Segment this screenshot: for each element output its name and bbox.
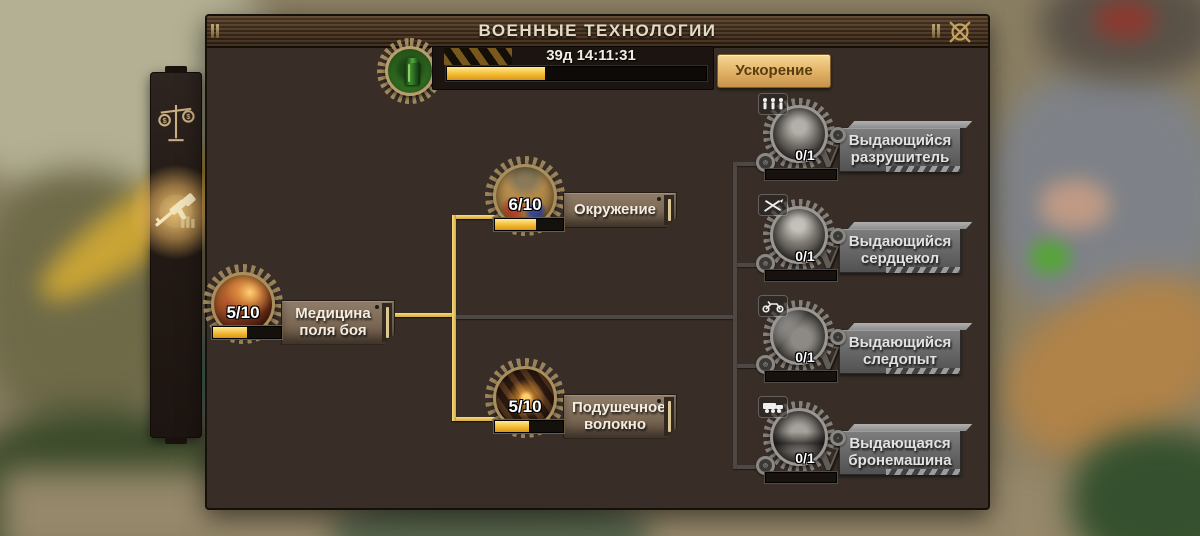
small-gear-icon [830, 127, 846, 143]
researching-item-icon[interactable] [377, 38, 443, 104]
small-gear-icon [756, 456, 775, 475]
map-blob [1030, 240, 1070, 274]
tech-category-sidebar: $ $ [128, 66, 224, 444]
infantry-icon [759, 94, 787, 114]
svg-text:$: $ [186, 112, 191, 121]
small-gear-icon [756, 153, 775, 172]
small-gear-icon [756, 254, 775, 273]
tech-label-plate: Окружение [563, 192, 677, 228]
connector-gold [392, 313, 454, 317]
research-progress-fill [447, 67, 546, 80]
tech-label: Окружение [573, 201, 657, 219]
tech-label: Выдающаяся бронемашина [848, 435, 952, 470]
sidebar-notch [165, 437, 187, 444]
tech-label: Выдающийся разрушитель [848, 132, 952, 167]
tech-level: 0/1 [795, 349, 815, 365]
tech-level: 6/10 [508, 195, 542, 214]
scales-dollar-icon: $ $ [157, 100, 195, 153]
hazard-stripe-edge [885, 468, 960, 475]
connector-gray [737, 263, 771, 267]
small-gear-icon [830, 430, 846, 446]
tech-progress-fill [213, 327, 247, 338]
connector-gray [737, 364, 771, 368]
hazard-stripes [444, 48, 512, 65]
connector-gray [737, 465, 771, 469]
map-blob [1040, 180, 1110, 230]
tech-label-plate: Подушечное волокно [563, 394, 677, 439]
connector-gold [456, 215, 498, 219]
sidebar-notch [165, 66, 187, 73]
close-button[interactable] [946, 18, 974, 46]
tech-progress-bar-empty [765, 270, 837, 281]
hazard-stripe-edge [885, 165, 960, 172]
connector-gold [456, 417, 498, 421]
research-progress-bar [446, 66, 707, 81]
tech-label-plate: Выдающаяся бронемашина [839, 430, 961, 475]
small-gear-icon [830, 228, 846, 244]
tech-label-plate: Медицина поля боя [281, 300, 395, 345]
close-icon [946, 21, 974, 50]
hazard-stripe-edge [885, 266, 960, 273]
tech-label: Выдающийся сердцекол [848, 233, 952, 268]
connector-gold [452, 215, 456, 421]
tech-progress-bar-empty [765, 169, 837, 180]
tech-progress-bar [494, 420, 564, 433]
panel-title: ВОЕННЫЕ ТЕХНОЛОГИИ [478, 21, 717, 40]
panel-header: ВОЕННЫЕ ТЕХНОЛОГИИ [207, 16, 988, 48]
tech-icon-outstanding-armored-vehicle [770, 408, 828, 466]
tech-progress-bar-empty [765, 371, 837, 382]
crossed-arrows-icon [759, 195, 787, 215]
tech-progress-bar [212, 326, 282, 339]
research-timer-strip: 39д 14:11:31 [432, 46, 714, 90]
tech-level: 0/1 [795, 248, 815, 264]
speedup-button[interactable]: Ускорение [717, 54, 831, 88]
tab-military-technologies[interactable] [128, 164, 224, 260]
header-corner-tick [216, 24, 219, 38]
connector-gray [737, 162, 771, 166]
tech-progress-bar [494, 218, 564, 231]
svg-text:$: $ [162, 116, 167, 125]
tech-icon-outstanding-pathfinder [770, 307, 828, 365]
tech-label-plate: Выдающийся следопыт [839, 329, 961, 374]
small-gear-icon [756, 355, 775, 374]
tech-level: 5/10 [226, 303, 260, 322]
research-time-remaining: 39д 14:11:31 [546, 47, 636, 64]
tech-label-plate: Выдающийся сердцекол [839, 228, 961, 273]
tech-icon-outstanding-destroyer [770, 105, 828, 163]
connector-gray [733, 162, 737, 469]
tech-progress-fill [495, 219, 536, 230]
tech-label: Подушечное волокно [572, 399, 666, 434]
tech-icon-outstanding-heartpiercer [770, 206, 828, 264]
map-blob [1095, 0, 1155, 40]
tech-label-plate: Выдающийся разрушитель [839, 127, 961, 172]
tech-progress-bar-empty [765, 472, 837, 483]
header-corner-tick [932, 24, 935, 38]
small-gear-icon [830, 329, 846, 345]
header-corner-tick [937, 24, 940, 38]
armored-truck-icon [759, 397, 787, 417]
rifle-icon [148, 182, 204, 243]
connector-gray [456, 315, 737, 319]
tab-economy-technologies[interactable]: $ $ [150, 90, 202, 162]
military-tech-panel: ВОЕННЫЕ ТЕХНОЛОГИИ [203, 14, 990, 510]
tech-label: Выдающийся следопыт [848, 334, 952, 369]
tech-label: Медицина поля боя [295, 305, 371, 340]
green-canister-icon [385, 46, 435, 96]
tech-level: 5/10 [508, 397, 542, 416]
header-corner-tick [211, 24, 214, 38]
tech-level: 0/1 [795, 450, 815, 466]
tech-level: 0/1 [795, 147, 815, 163]
tech-progress-fill [495, 421, 529, 432]
motorcycle-icon [759, 296, 787, 316]
hazard-stripe-edge [885, 367, 960, 374]
